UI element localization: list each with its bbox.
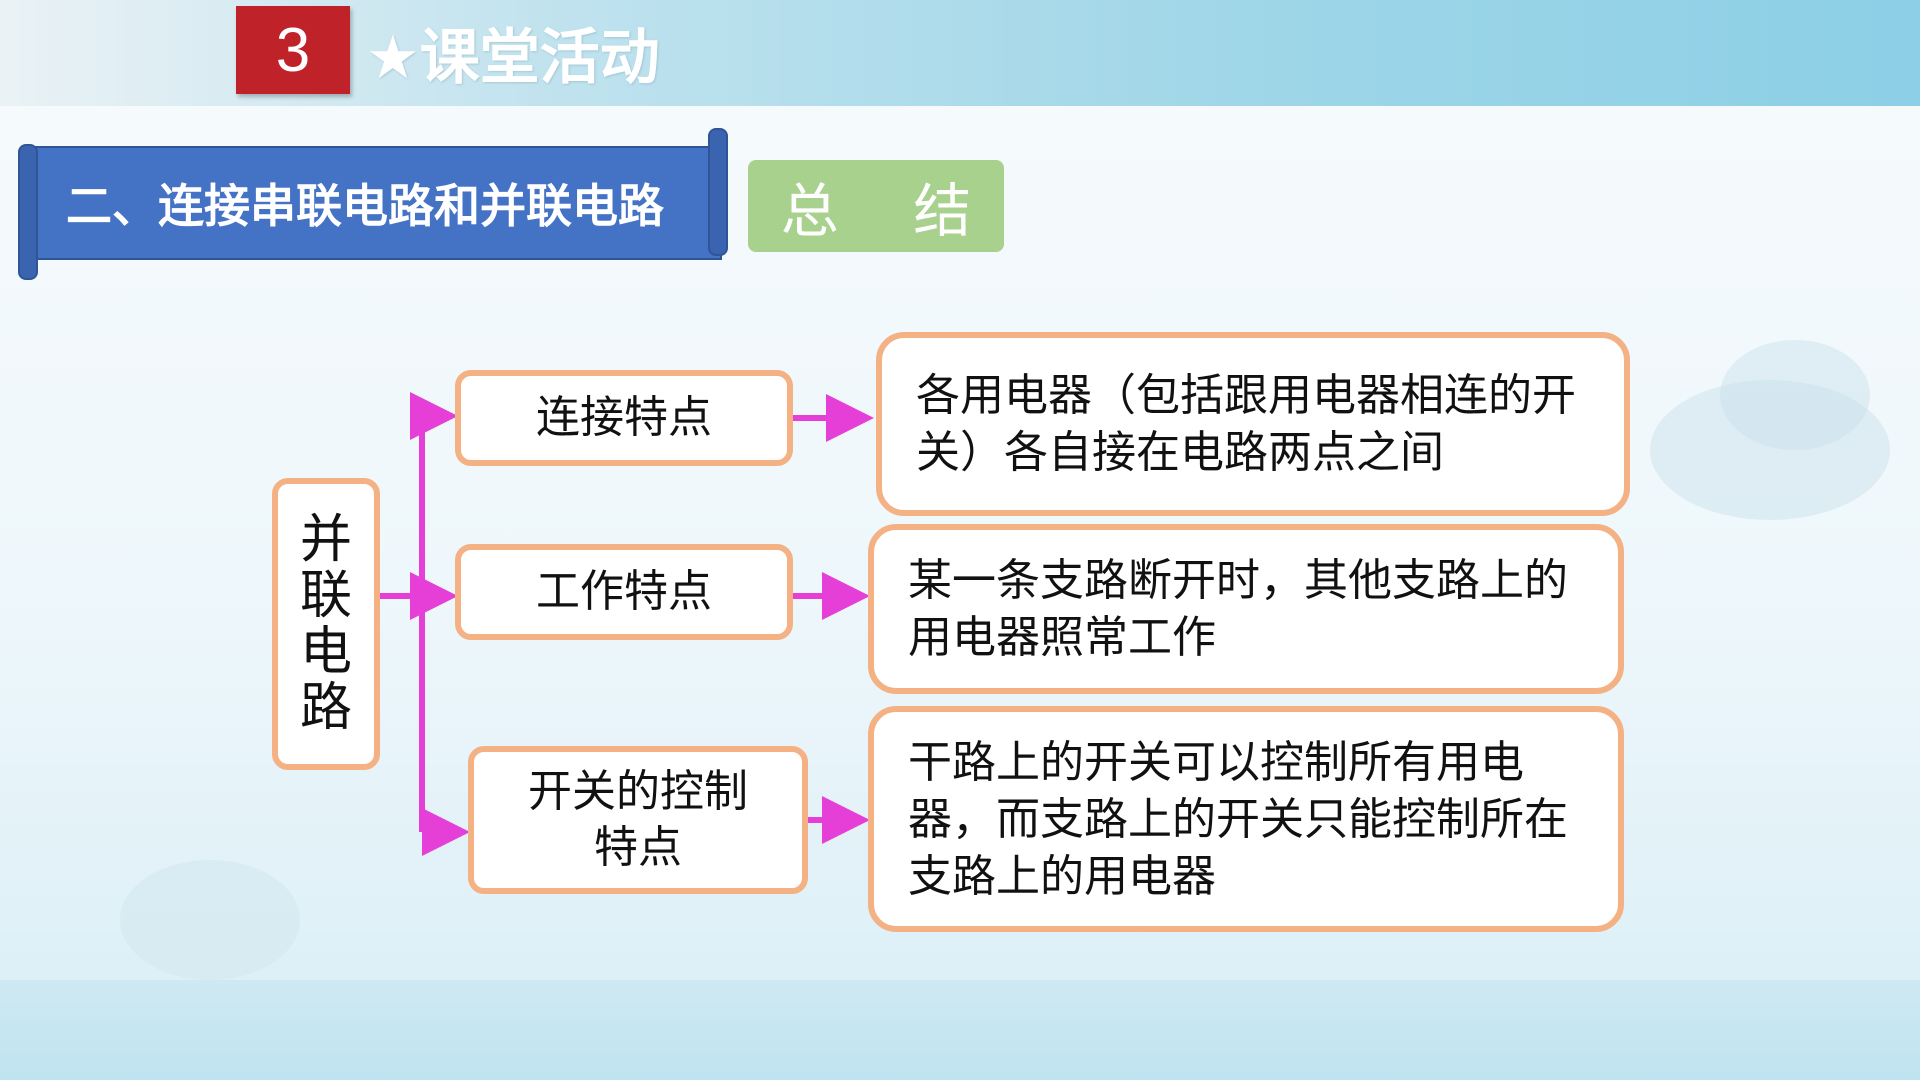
sail-decoration bbox=[120, 860, 300, 980]
branch-node-switch: 开关的控制特点 bbox=[468, 746, 808, 894]
root-node: 并联电路 bbox=[272, 478, 380, 770]
branch-label: 连接特点 bbox=[536, 392, 712, 443]
topic-title: 二、连接串联电路和并联电路 bbox=[66, 179, 664, 233]
branch-label: 开关的控制特点 bbox=[528, 766, 748, 873]
description-switch: 干路上的开关可以控制所有用电器，而支路上的开关只能控制所在支路上的用电器 bbox=[868, 706, 1624, 932]
description-text: 某一条支路断开时，其他支路上的用电器照常工作 bbox=[908, 555, 1568, 663]
topic-banner: 二、连接串联电路和并联电路 bbox=[18, 128, 728, 280]
footer-band bbox=[0, 980, 1920, 1080]
summary-badge: 总 结 bbox=[748, 160, 1004, 252]
section-title: ★课堂活动 bbox=[366, 22, 660, 93]
section-number: 3 bbox=[236, 6, 350, 94]
description-text: 各用电器（包括跟用电器相连的开关）各自接在电路两点之间 bbox=[916, 370, 1576, 478]
description-text: 干路上的开关可以控制所有用电器，而支路上的开关只能控制所在支路上的用电器 bbox=[908, 736, 1568, 902]
branch-node-connection: 连接特点 bbox=[455, 370, 793, 466]
description-operation: 某一条支路断开时，其他支路上的用电器照常工作 bbox=[868, 524, 1624, 694]
cloud-decoration bbox=[1650, 380, 1890, 520]
cloud-decoration bbox=[1720, 340, 1870, 450]
branch-node-operation: 工作特点 bbox=[455, 544, 793, 640]
description-connection: 各用电器（包括跟用电器相连的开关）各自接在电路两点之间 bbox=[876, 332, 1630, 516]
root-label: 并联电路 bbox=[299, 510, 352, 738]
branch-label: 工作特点 bbox=[536, 566, 712, 617]
